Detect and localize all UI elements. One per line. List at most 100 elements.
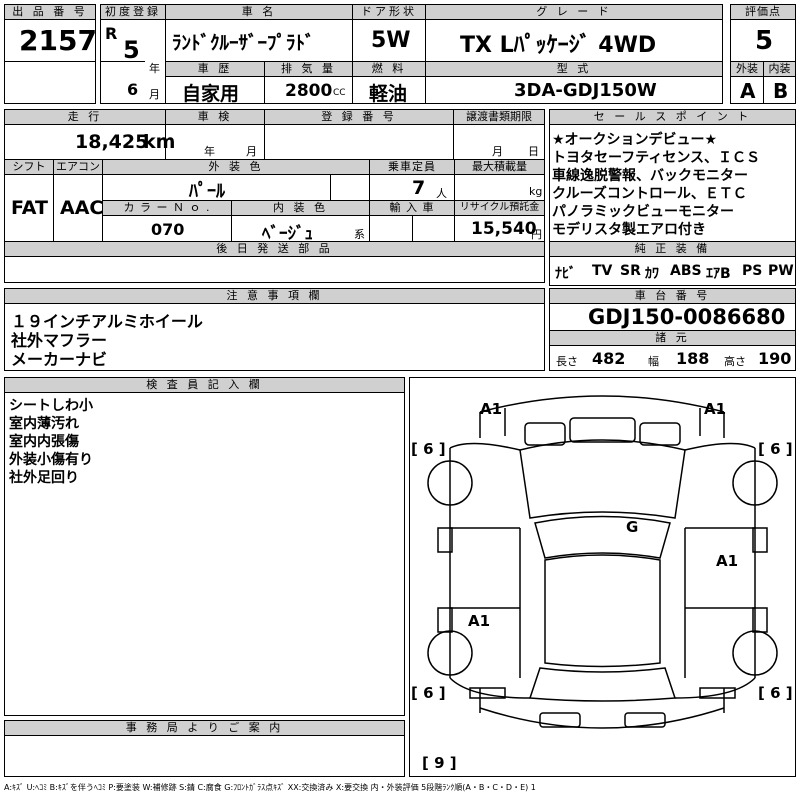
- sales-points-cell: ★オークションデビュー★ トヨタセーフティセンス、ＩＣＳ 車線逸脱警報、バックモ…: [549, 124, 796, 242]
- color-no-cell: 070: [102, 215, 232, 242]
- model-cell: 3DA-GDJ150W: [425, 76, 723, 104]
- max-load-unit: kg: [529, 185, 543, 198]
- mileage-label: 走 行: [4, 109, 166, 125]
- recycle: 15,540: [471, 219, 537, 239]
- lot-no-label: 出 品 番 号: [4, 4, 96, 20]
- later-parts-cell: [4, 256, 545, 283]
- sales-point: パノラミックビューモニター: [552, 204, 734, 220]
- transfer-label: 譲渡書類期限: [453, 109, 545, 125]
- sales-point: 車線逸脱警報、バックモニター: [552, 168, 748, 184]
- door-label: ドア形状: [352, 4, 426, 20]
- displacement-label: 排 気 量: [264, 61, 353, 77]
- ext-color-label: 外 装 色: [102, 159, 370, 175]
- max-load-label: 最大積載量: [454, 159, 545, 175]
- inspector-line: シートしわ小: [9, 398, 93, 414]
- car-name-cell: ﾗﾝﾄﾞｸﾙｰｻﾞｰﾌﾟﾗﾄﾞ: [165, 19, 353, 62]
- inspection-label: 車 検: [165, 109, 265, 125]
- equipment-item: PW: [768, 263, 794, 279]
- int-color-label: 内 装 色: [231, 200, 370, 216]
- int-grade-cell: B: [763, 76, 796, 104]
- import-cell: [369, 215, 455, 243]
- transfer-month-unit: 月: [492, 145, 503, 158]
- reg-no-cell: [264, 124, 454, 160]
- tire-fr: [ 6 ]: [758, 440, 793, 458]
- ac-cell: AAC: [53, 174, 103, 242]
- first-reg-label: 初度登録: [100, 4, 166, 20]
- spec-label: 諸 元: [549, 330, 796, 346]
- inspector-line: 室内薄汚れ: [9, 416, 79, 432]
- color-no: 070: [151, 220, 185, 239]
- recycle-unit: 円: [531, 228, 542, 241]
- equipment-label: 純 正 装 備: [549, 241, 796, 257]
- legend: A:ｷｽﾞ U:ﾍｺﾐ B:ｷｽﾞを伴うﾍｺﾐ P:要塗装 W:補修跡 S:錆 …: [4, 783, 536, 792]
- score: 5: [755, 26, 774, 56]
- office-cell: [4, 735, 405, 777]
- model: 3DA-GDJ150W: [514, 80, 657, 101]
- int-color: ﾍﾞｰｼﾞｭ: [262, 224, 313, 244]
- lot-no: 2157: [19, 24, 97, 57]
- ext-grade-cell: A: [730, 76, 764, 104]
- tire-fr-value: 6: [770, 440, 781, 458]
- int-grade-label: 内装: [763, 61, 796, 77]
- score-label: 評価点: [730, 4, 796, 20]
- ext-color-cell: ﾊﾟｰﾙ: [102, 174, 370, 202]
- height-label: 高さ: [724, 355, 746, 368]
- fuel: 軽油: [369, 83, 408, 105]
- capacity-unit: 人: [436, 187, 447, 200]
- grade: TX Lﾊﾟｯｹｰｼﾞ 4WD: [460, 33, 657, 58]
- displacement: 2800: [285, 81, 333, 101]
- sales-point: ★オークションデビュー★: [552, 132, 718, 148]
- inspector-line: 外装小傷有り: [9, 452, 93, 468]
- sales-point: クルーズコントロール、ＥＴＣ: [552, 186, 747, 202]
- equipment-item: ｶﾜ: [645, 266, 659, 282]
- width: 188: [676, 349, 710, 368]
- damage-mark-roof: G: [626, 518, 639, 536]
- length-label: 長さ: [556, 355, 578, 368]
- shift-cell: FAT: [4, 174, 54, 242]
- insp-year-unit: 年: [204, 145, 215, 158]
- damage-mark-right-rear-door: A1: [716, 552, 739, 570]
- history-label: 車 歴: [165, 61, 265, 77]
- ext-grade-label: 外装: [730, 61, 764, 77]
- door-cell: 5W: [352, 19, 426, 62]
- ac-label: エアコン: [53, 159, 103, 175]
- displacement-unit: CC: [333, 88, 346, 98]
- tire-rr: [ 6 ]: [758, 684, 793, 702]
- tire-rl: [ 6 ]: [411, 684, 446, 702]
- fuel-label: 燃 料: [352, 61, 426, 77]
- tire-rr-value: 6: [770, 684, 781, 702]
- color-no-label: カ ラ ー Ｎ ｏ .: [102, 200, 232, 216]
- height: 190: [758, 349, 792, 368]
- equipment-item: SR: [620, 263, 641, 279]
- int-grade: B: [773, 79, 789, 103]
- history: 自家用: [182, 83, 240, 105]
- spec-cell: 長さ 482 幅 188 高さ 190: [549, 345, 796, 371]
- ext-color: ﾊﾟｰﾙ: [189, 181, 225, 202]
- shift-label: シフト: [4, 159, 54, 175]
- mileage-unit: km: [143, 131, 176, 153]
- equipment-item: TV: [592, 263, 613, 279]
- length: 482: [592, 349, 626, 368]
- inspector-line: 社外足回り: [9, 470, 79, 486]
- reg-month-unit: 月: [149, 88, 160, 101]
- inspector-cell: シートしわ小 室内薄汚れ 室内内張傷 外装小傷有り 社外足回り: [4, 392, 405, 716]
- import-label: 輸 入 車: [369, 200, 455, 216]
- chassis-no: GDJ150-0086680: [588, 305, 786, 329]
- tire-fl-value: 6: [423, 440, 434, 458]
- ext-grade: A: [740, 79, 756, 103]
- displacement-cell: 2800 CC: [264, 76, 353, 104]
- int-color-unit: 系: [354, 228, 365, 241]
- insp-month-unit: 月: [246, 145, 257, 158]
- notes-cell: １９インチアルミホイール 社外マフラー メーカーナビ: [4, 303, 545, 371]
- equipment-item: ｴｱB: [706, 266, 731, 282]
- max-load-cell: kg: [454, 174, 545, 201]
- note-line: メーカーナビ: [11, 350, 108, 369]
- inspector-line: 室内内張傷: [9, 434, 79, 450]
- reg-month: 6: [127, 80, 139, 99]
- grade-label: グ レ ー ド: [425, 4, 723, 20]
- recycle-label: リサイクル預託金: [454, 200, 545, 216]
- recycle-cell: 15,540 円: [454, 215, 545, 242]
- tire-rl-value: 6: [423, 684, 434, 702]
- fuel-cell: 軽油: [352, 76, 426, 105]
- int-color-cell: ﾍﾞｰｼﾞｭ 系: [231, 215, 370, 244]
